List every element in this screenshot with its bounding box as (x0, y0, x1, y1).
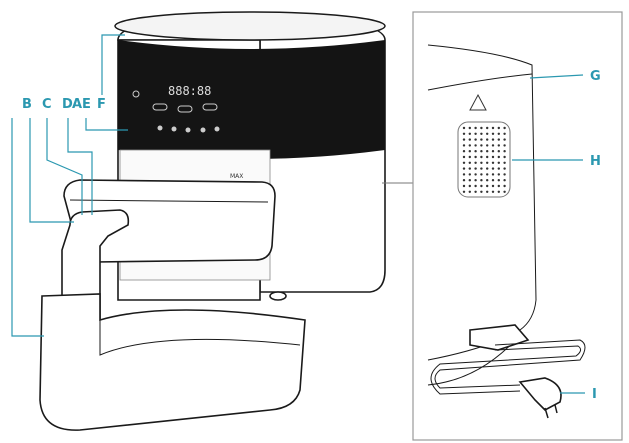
preset-icons (157, 125, 220, 133)
hot-surface-warning-icon (469, 93, 487, 111)
panel-button-3 (202, 103, 218, 111)
basket: MAX (63, 173, 276, 263)
display-readout: 888:88 (168, 84, 211, 98)
leader-lines (11, 34, 128, 337)
label-i: I (592, 387, 597, 402)
grille-dots (462, 126, 506, 193)
label-c: C (42, 97, 52, 112)
air-inlet-top (114, 11, 386, 41)
rear-detail-inset: G H I (412, 11, 623, 441)
foot (269, 291, 287, 301)
label-d: D (62, 97, 73, 112)
label-g: G (590, 69, 601, 84)
max-mark: MAX (230, 173, 243, 180)
power-plug (518, 377, 562, 411)
panel-button-2 (177, 105, 193, 113)
label-h: H (590, 154, 601, 169)
air-outlet-grille (457, 121, 511, 198)
label-b: B (22, 97, 32, 112)
label-f: F (97, 97, 106, 112)
power-icon (132, 90, 140, 98)
control-panel (118, 40, 385, 159)
label-e: E (82, 97, 91, 112)
drawer (39, 293, 306, 431)
label-a: A (72, 97, 82, 112)
panel-button-1 (152, 103, 168, 111)
